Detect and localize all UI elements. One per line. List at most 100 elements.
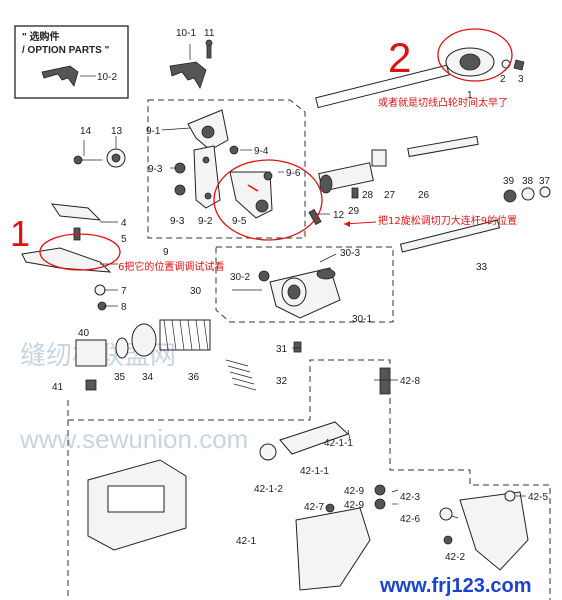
part-42-5-washer bbox=[504, 490, 516, 502]
label-2: 2 bbox=[500, 74, 506, 85]
label-36: 36 bbox=[188, 372, 200, 383]
label-42-1-2: 42-1-2 bbox=[254, 484, 283, 495]
label-9-3-b: 9-3 bbox=[170, 216, 185, 227]
label-30-2: 30-2 bbox=[230, 272, 250, 283]
label-35: 35 bbox=[114, 372, 126, 383]
label-42-1: 42-1 bbox=[236, 536, 256, 547]
part-9-3-screw-b bbox=[174, 184, 186, 196]
label-9-1: 9-1 bbox=[146, 126, 161, 137]
part-42-7-screw bbox=[325, 503, 335, 513]
label-9-6: 9-6 bbox=[286, 168, 301, 179]
annotation-marker-2: 2 bbox=[388, 34, 411, 81]
label-38: 38 bbox=[522, 176, 534, 187]
part-34-collar bbox=[131, 323, 157, 357]
annotation-marker-1: 1 bbox=[10, 213, 30, 254]
part-9-2 bbox=[193, 145, 221, 209]
label-7: 7 bbox=[121, 286, 127, 297]
label-27: 27 bbox=[384, 190, 396, 201]
label-30: 30 bbox=[190, 286, 202, 297]
label-10-1: 10-1 bbox=[176, 28, 196, 39]
part-4-plate bbox=[50, 203, 102, 221]
annotation-note-left: 6把它的位置调调试试看 bbox=[118, 260, 224, 273]
label-28: 28 bbox=[362, 190, 374, 201]
label-10-2: 10-2 bbox=[97, 72, 117, 83]
label-42-3: 42-3 bbox=[400, 492, 420, 503]
footer-url: www.frj123.com bbox=[379, 575, 532, 597]
label-42-1-1-b: 42-1-1 bbox=[300, 466, 329, 477]
part-40-bushing bbox=[75, 339, 107, 367]
part-42-1-1-plunger bbox=[279, 421, 349, 455]
label-42-5: 42-5 bbox=[528, 492, 548, 503]
label-32: 32 bbox=[276, 376, 288, 387]
label-30-1: 30-1 bbox=[352, 314, 372, 325]
label-9-5: 9-5 bbox=[232, 216, 247, 227]
part-42-9-nut-a bbox=[374, 484, 386, 496]
part-10-1 bbox=[169, 61, 207, 89]
part-42-9-nut-b bbox=[374, 498, 386, 510]
label-9-2: 9-2 bbox=[198, 216, 213, 227]
label-39: 39 bbox=[503, 176, 515, 187]
label-30-3: 30-3 bbox=[340, 248, 360, 259]
part-42-2-bracket bbox=[295, 507, 371, 591]
part-41-screw bbox=[85, 379, 97, 391]
part-30-2 bbox=[258, 270, 270, 282]
part-26-pin bbox=[407, 135, 479, 158]
part-42-6-washer bbox=[439, 507, 453, 521]
part-14-screw bbox=[73, 155, 83, 165]
option-title-line1: " 选购件 bbox=[22, 30, 60, 43]
group-box-42 bbox=[67, 359, 551, 600]
part-30-3 bbox=[316, 268, 336, 280]
label-42-2: 42-2 bbox=[445, 552, 465, 563]
option-parts-box: " 选购件 / OPTION PARTS " 10-2 bbox=[14, 25, 129, 99]
label-11: 11 bbox=[204, 28, 215, 39]
part-9-3-screw-a bbox=[174, 162, 186, 174]
part-35-washer bbox=[115, 337, 129, 359]
label-4: 4 bbox=[121, 218, 127, 229]
option-title-line2: / OPTION PARTS " bbox=[22, 45, 110, 56]
label-9: 9 bbox=[163, 247, 169, 258]
part-6-plate bbox=[21, 247, 112, 273]
label-14: 14 bbox=[80, 126, 92, 137]
label-40: 40 bbox=[78, 328, 90, 339]
part-37 bbox=[539, 186, 551, 198]
label-42-1-1-a: 42-1-1 bbox=[324, 438, 353, 449]
part-7-washer bbox=[94, 284, 106, 296]
part-29-setscrew bbox=[351, 187, 359, 199]
part-33-rod bbox=[399, 219, 501, 253]
part-28-bushing bbox=[371, 149, 387, 167]
part-9-6 bbox=[263, 171, 273, 181]
label-5: 5 bbox=[121, 234, 127, 245]
label-3: 3 bbox=[518, 74, 524, 85]
label-42-9-a: 42-9 bbox=[344, 486, 364, 497]
part-9-4 bbox=[229, 145, 239, 155]
label-42-9-b: 42-9 bbox=[344, 500, 364, 511]
label-9-3-a: 9-3 bbox=[148, 164, 163, 175]
group-box-9 bbox=[147, 99, 306, 239]
label-37: 37 bbox=[539, 176, 551, 187]
part-38 bbox=[521, 187, 535, 201]
label-1: 1 bbox=[467, 90, 473, 101]
annotation-circle-plate bbox=[39, 233, 121, 271]
label-26: 26 bbox=[418, 190, 430, 201]
annotation-note-right: 把12旋松调切刀大连杆9的位置 bbox=[378, 214, 517, 227]
part-32-spring bbox=[225, 359, 257, 391]
label-41: 41 bbox=[52, 382, 64, 393]
option-blade-part bbox=[41, 65, 79, 87]
part-39 bbox=[503, 189, 517, 203]
label-42-8: 42-8 bbox=[400, 376, 420, 387]
label-9-4: 9-4 bbox=[254, 146, 269, 157]
label-42-7: 42-7 bbox=[304, 502, 324, 513]
watermark-url: www.sewunion.com bbox=[19, 424, 248, 454]
label-31: 31 bbox=[276, 344, 288, 355]
label-29: 29 bbox=[348, 206, 360, 217]
part-31-setscrew bbox=[293, 341, 302, 353]
label-42-6: 42-6 bbox=[400, 514, 420, 525]
part-36-spring bbox=[159, 319, 211, 351]
label-13: 13 bbox=[111, 126, 123, 137]
annotation-circle-cam bbox=[437, 28, 513, 82]
annotation-note-top: 或者就是切线凸轮时间太早了 bbox=[378, 96, 508, 109]
part-42-3-link bbox=[459, 491, 529, 571]
label-33: 33 bbox=[476, 262, 488, 273]
